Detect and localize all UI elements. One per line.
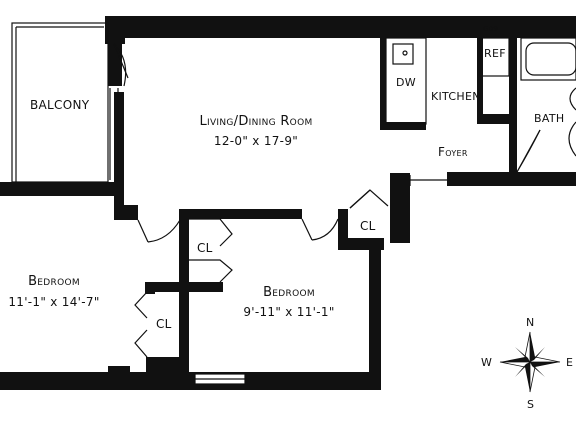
living-room-dimensions: 12-0" x 17-9" — [213, 134, 299, 148]
kitchen-label: KITCHEN — [431, 90, 481, 103]
bedroom-left-label: Bedroom — [28, 274, 80, 289]
unit-number: G09 — [483, 25, 499, 33]
bath-label: BATH — [534, 112, 565, 125]
compass-west: W — [481, 356, 492, 369]
living-room-label: Living/Dining Room — [199, 114, 313, 129]
closet-label-bedroom: CL — [197, 241, 213, 255]
compass-east: E — [566, 356, 573, 369]
compass-rose — [499, 331, 561, 393]
thin-lines — [11, 22, 576, 385]
bedroom-left-dimensions: 11'-1" x 14'-7" — [8, 295, 100, 309]
bedroom-right-dimensions: 9'-11" x 11'-1" — [243, 305, 335, 319]
compass-north: N — [526, 316, 535, 329]
closet-label-center: CL — [360, 219, 376, 233]
compass-south: S — [527, 398, 534, 411]
dishwasher-label: DW — [396, 76, 416, 89]
walls — [0, 16, 576, 390]
foyer-label: Foyer — [438, 145, 468, 159]
balcony-label: BALCONY — [30, 98, 90, 112]
refrigerator-label: REF — [484, 47, 506, 60]
closet-label-left: CL — [156, 317, 172, 331]
bedroom-right-label: Bedroom — [263, 285, 315, 300]
